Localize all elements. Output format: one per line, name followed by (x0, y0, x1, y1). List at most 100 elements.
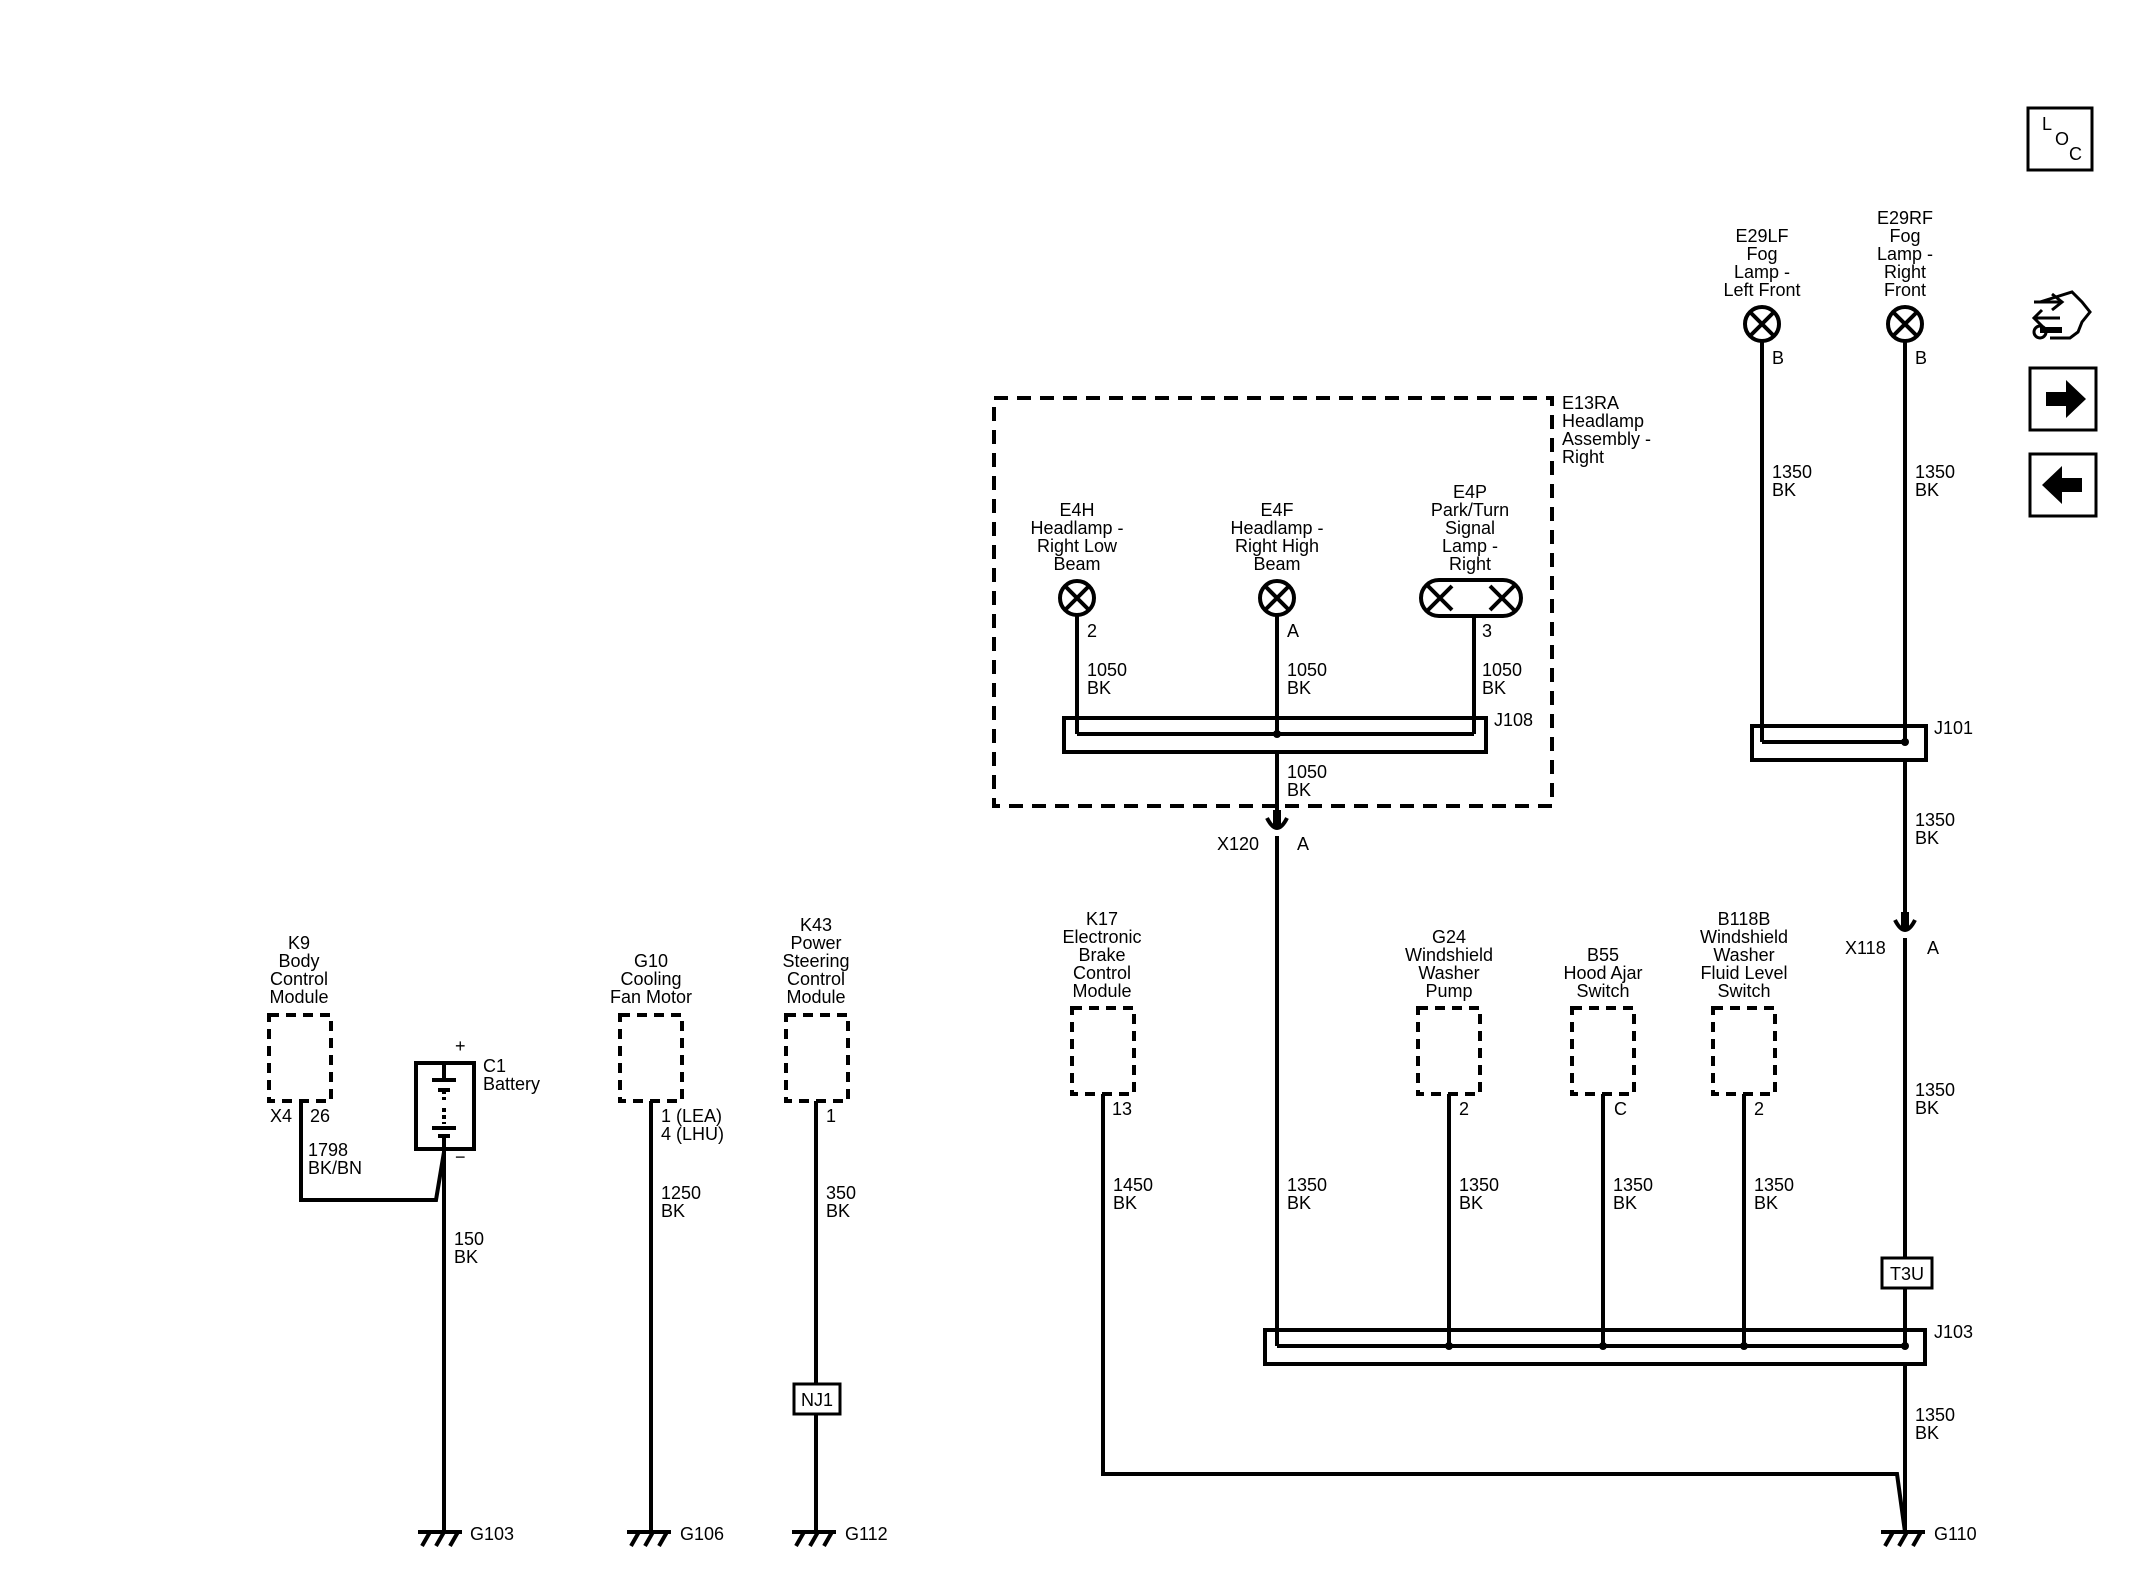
module-k43-box (784, 1013, 850, 1103)
wire-label-e29lf-color: BK (1772, 480, 1796, 500)
loc-letter-c: C (2069, 144, 2082, 164)
wire-label-x120-gauge: 1350 (1287, 1175, 1327, 1195)
ground-icon-g103 (418, 1530, 462, 1547)
svg-text:Park/Turn: Park/Turn (1431, 500, 1509, 520)
ground-g110-label: G110 (1934, 1524, 1977, 1544)
location-button[interactable]: L O C (2026, 106, 2094, 172)
module-b55-pin: C (1614, 1099, 1627, 1119)
svg-text:Switch: Switch (1717, 981, 1770, 1001)
connector-nj1-label: NJ1 (801, 1390, 833, 1410)
connector-nj1: NJ1 (792, 1382, 842, 1416)
battery-icon (414, 1061, 476, 1151)
ground-icon-g110 (1881, 1530, 1925, 1547)
wire-label-e29lf-gauge: 1350 (1772, 462, 1812, 482)
previous-page-button[interactable] (2028, 452, 2098, 518)
lamp-icon-e4p (1419, 578, 1523, 618)
lamp-e29rf-label: E29RF Fog Lamp - Right Front (1877, 208, 1933, 300)
connector-x120-pin: A (1297, 834, 1309, 854)
module-k17-box (1070, 1006, 1136, 1096)
svg-text:E4H: E4H (1059, 500, 1094, 520)
module-k43-label: K43 Power Steering Control Module (782, 915, 849, 1007)
svg-text:E4P: E4P (1453, 482, 1487, 502)
connector-t3u-label: T3U (1890, 1264, 1924, 1284)
svg-text:Power: Power (790, 933, 841, 953)
module-k9-box (267, 1013, 333, 1103)
module-b118b-label: B118B Windshield Washer Fluid Level Swit… (1700, 909, 1788, 1001)
wire-label-g24-color: BK (1459, 1193, 1483, 1213)
svg-text:Lamp -: Lamp - (1877, 244, 1933, 264)
svg-text:Brake: Brake (1078, 945, 1125, 965)
svg-text:Control: Control (270, 969, 328, 989)
lamp-icon-e29lf (1743, 305, 1781, 343)
svg-text:Assembly -: Assembly - (1562, 429, 1651, 449)
wire-label-x120-color: BK (1287, 1193, 1311, 1213)
svg-text:Beam: Beam (1253, 554, 1300, 574)
headlamp-assembly-outline (992, 396, 1554, 808)
splice-j103 (1263, 1328, 1927, 1366)
component-info-icon[interactable] (2031, 290, 2092, 340)
svg-text:Steering: Steering (782, 951, 849, 971)
wire-label-g24-gauge: 1350 (1459, 1175, 1499, 1195)
svg-text:Headlamp -: Headlamp - (1030, 518, 1123, 538)
assembly-label: E13RA Headlamp Assembly - Right (1562, 393, 1651, 467)
module-b55-box (1570, 1006, 1636, 1096)
module-b118b-pin: 2 (1754, 1099, 1764, 1119)
wire-label-k17-color: BK (1113, 1193, 1137, 1213)
module-g10-label: G10 Cooling Fan Motor (610, 951, 692, 1007)
svg-text:G24: G24 (1432, 927, 1466, 947)
connector-x118 (1893, 912, 1917, 932)
loc-letter-o: O (2055, 129, 2069, 149)
wire-label-b55-color: BK (1613, 1193, 1637, 1213)
svg-text:Module: Module (1072, 981, 1131, 1001)
connector-x120-name: X120 (1217, 834, 1259, 854)
wire-label-k43-gauge: 350 (826, 1183, 856, 1203)
next-page-button[interactable] (2028, 366, 2098, 432)
module-k43-pin: 1 (826, 1106, 836, 1126)
connector-t3u: T3U (1880, 1256, 1934, 1290)
wire-k9 (299, 1101, 446, 1202)
svg-text:Module: Module (269, 987, 328, 1007)
svg-text:Control: Control (1073, 963, 1131, 983)
svg-text:G10: G10 (634, 951, 668, 971)
svg-text:Headlamp -: Headlamp - (1230, 518, 1323, 538)
svg-text:E13RA: E13RA (1562, 393, 1619, 413)
svg-text:Right: Right (1449, 554, 1491, 574)
svg-text:Cooling: Cooling (620, 969, 681, 989)
arrow-left-icon (2042, 466, 2082, 504)
wire-label-g10-color: BK (661, 1201, 685, 1221)
connector-x120 (1265, 810, 1289, 830)
arrow-right-icon (2046, 380, 2086, 418)
loc-letter-l: L (2042, 114, 2052, 134)
svg-text:Left Front: Left Front (1723, 280, 1800, 300)
pin-e4p: 3 (1482, 621, 1492, 641)
svg-text:Fluid Level: Fluid Level (1700, 963, 1787, 983)
wire-label-c1-gauge: 150 (454, 1229, 484, 1249)
wire-label-k9-color: BK/BN (308, 1158, 362, 1178)
pin-e29rf: B (1915, 348, 1927, 368)
ground-g103-label: G103 (470, 1524, 514, 1544)
svg-text:K17: K17 (1086, 909, 1118, 929)
wire-label-j101-color: BK (1915, 828, 1939, 848)
lamp-e4h-label: E4H Headlamp - Right Low Beam (1030, 500, 1123, 574)
ground-g106-label: G106 (680, 1524, 724, 1544)
module-g10-pin-2: 4 (LHU) (661, 1124, 724, 1144)
module-g24-box (1416, 1006, 1482, 1096)
splice-j101-label: J101 (1934, 718, 1973, 738)
svg-text:Lamp -: Lamp - (1442, 536, 1498, 556)
wire-label-k9-gauge: 1798 (308, 1140, 348, 1160)
svg-text:Right: Right (1562, 447, 1604, 467)
pin-e29lf: B (1772, 348, 1784, 368)
svg-text:Headlamp: Headlamp (1562, 411, 1644, 431)
svg-text:K9: K9 (288, 933, 310, 953)
module-k17-label: K17 Electronic Brake Control Module (1062, 909, 1141, 1001)
wire-label-k17-gauge: 1450 (1113, 1175, 1153, 1195)
wire-k17 (1101, 1094, 1907, 1533)
ground-icon-g112 (792, 1530, 836, 1547)
svg-text:Electronic: Electronic (1062, 927, 1141, 947)
svg-text:Hood Ajar: Hood Ajar (1563, 963, 1642, 983)
svg-text:Battery: Battery (483, 1074, 540, 1094)
module-g10-pin-1: 1 (LEA) (661, 1106, 722, 1126)
svg-text:Signal: Signal (1445, 518, 1495, 538)
module-g24-pin: 2 (1459, 1099, 1469, 1119)
